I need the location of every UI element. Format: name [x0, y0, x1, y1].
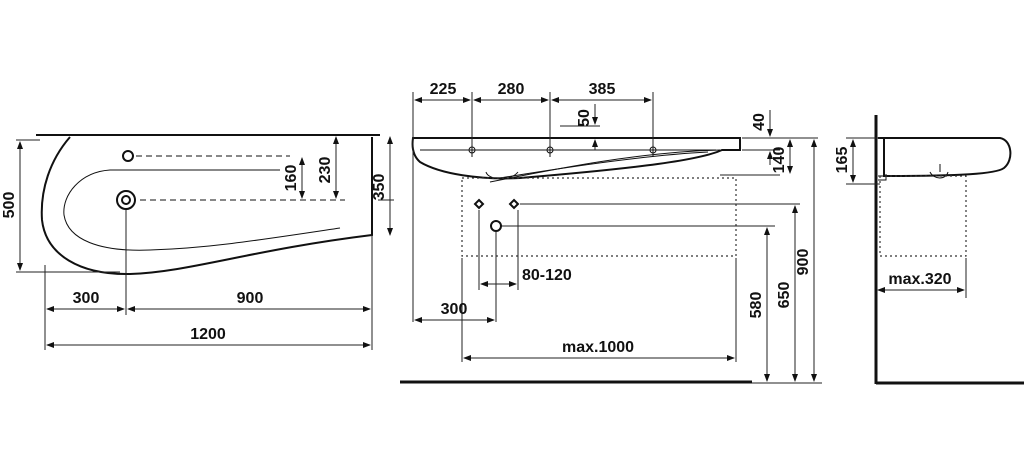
drain-inner: [121, 195, 131, 205]
tap-mark-middle: [543, 143, 557, 157]
cabinet-outline: [461, 177, 737, 257]
tap-mark-left: [465, 143, 479, 157]
dim-280: 280: [498, 81, 525, 98]
drain-trap: [485, 171, 519, 180]
basin-side-outline: [878, 137, 1012, 178]
dim-165: 165: [834, 147, 851, 174]
dim-225: 225: [430, 81, 457, 98]
dim-1200: 1200: [190, 326, 226, 343]
dim-230: 230: [317, 157, 334, 184]
dim-300-front: 300: [441, 301, 468, 318]
dim-300-top: 300: [73, 290, 100, 307]
dim-40: 40: [751, 113, 768, 131]
dim-500: 500: [1, 192, 18, 219]
tap-mark-right: [646, 143, 660, 157]
dim-385: 385: [589, 81, 616, 98]
basin-front-outline: [411, 137, 741, 180]
dim-max320: max.320: [888, 271, 951, 288]
dim-80-120: 80-120: [522, 267, 572, 284]
dim-max1000: max.1000: [562, 339, 634, 356]
dim-350: 350: [371, 174, 388, 201]
bowl-inner-outline: [63, 169, 341, 251]
dim-140: 140: [771, 147, 788, 174]
dim-160: 160: [283, 165, 300, 192]
dim-580: 580: [748, 292, 765, 319]
supply-right: [508, 198, 520, 210]
top-view: 500 160 230 350 300 900 1200: [1, 134, 394, 350]
dim-900-front: 900: [795, 249, 812, 276]
dim-650: 650: [776, 282, 793, 309]
waste-outlet: [490, 220, 502, 232]
tap-hole: [122, 150, 134, 162]
dim-900-top: 900: [237, 290, 264, 307]
supply-left: [473, 198, 485, 210]
side-cabinet-outline: [879, 175, 967, 257]
side-view: 165 max.320: [834, 115, 1024, 385]
dim-50: 50: [576, 109, 593, 127]
drain-outer: [116, 190, 136, 210]
front-view: 225 280 385 50 40 140 80-120 300 max.100…: [400, 81, 822, 384]
